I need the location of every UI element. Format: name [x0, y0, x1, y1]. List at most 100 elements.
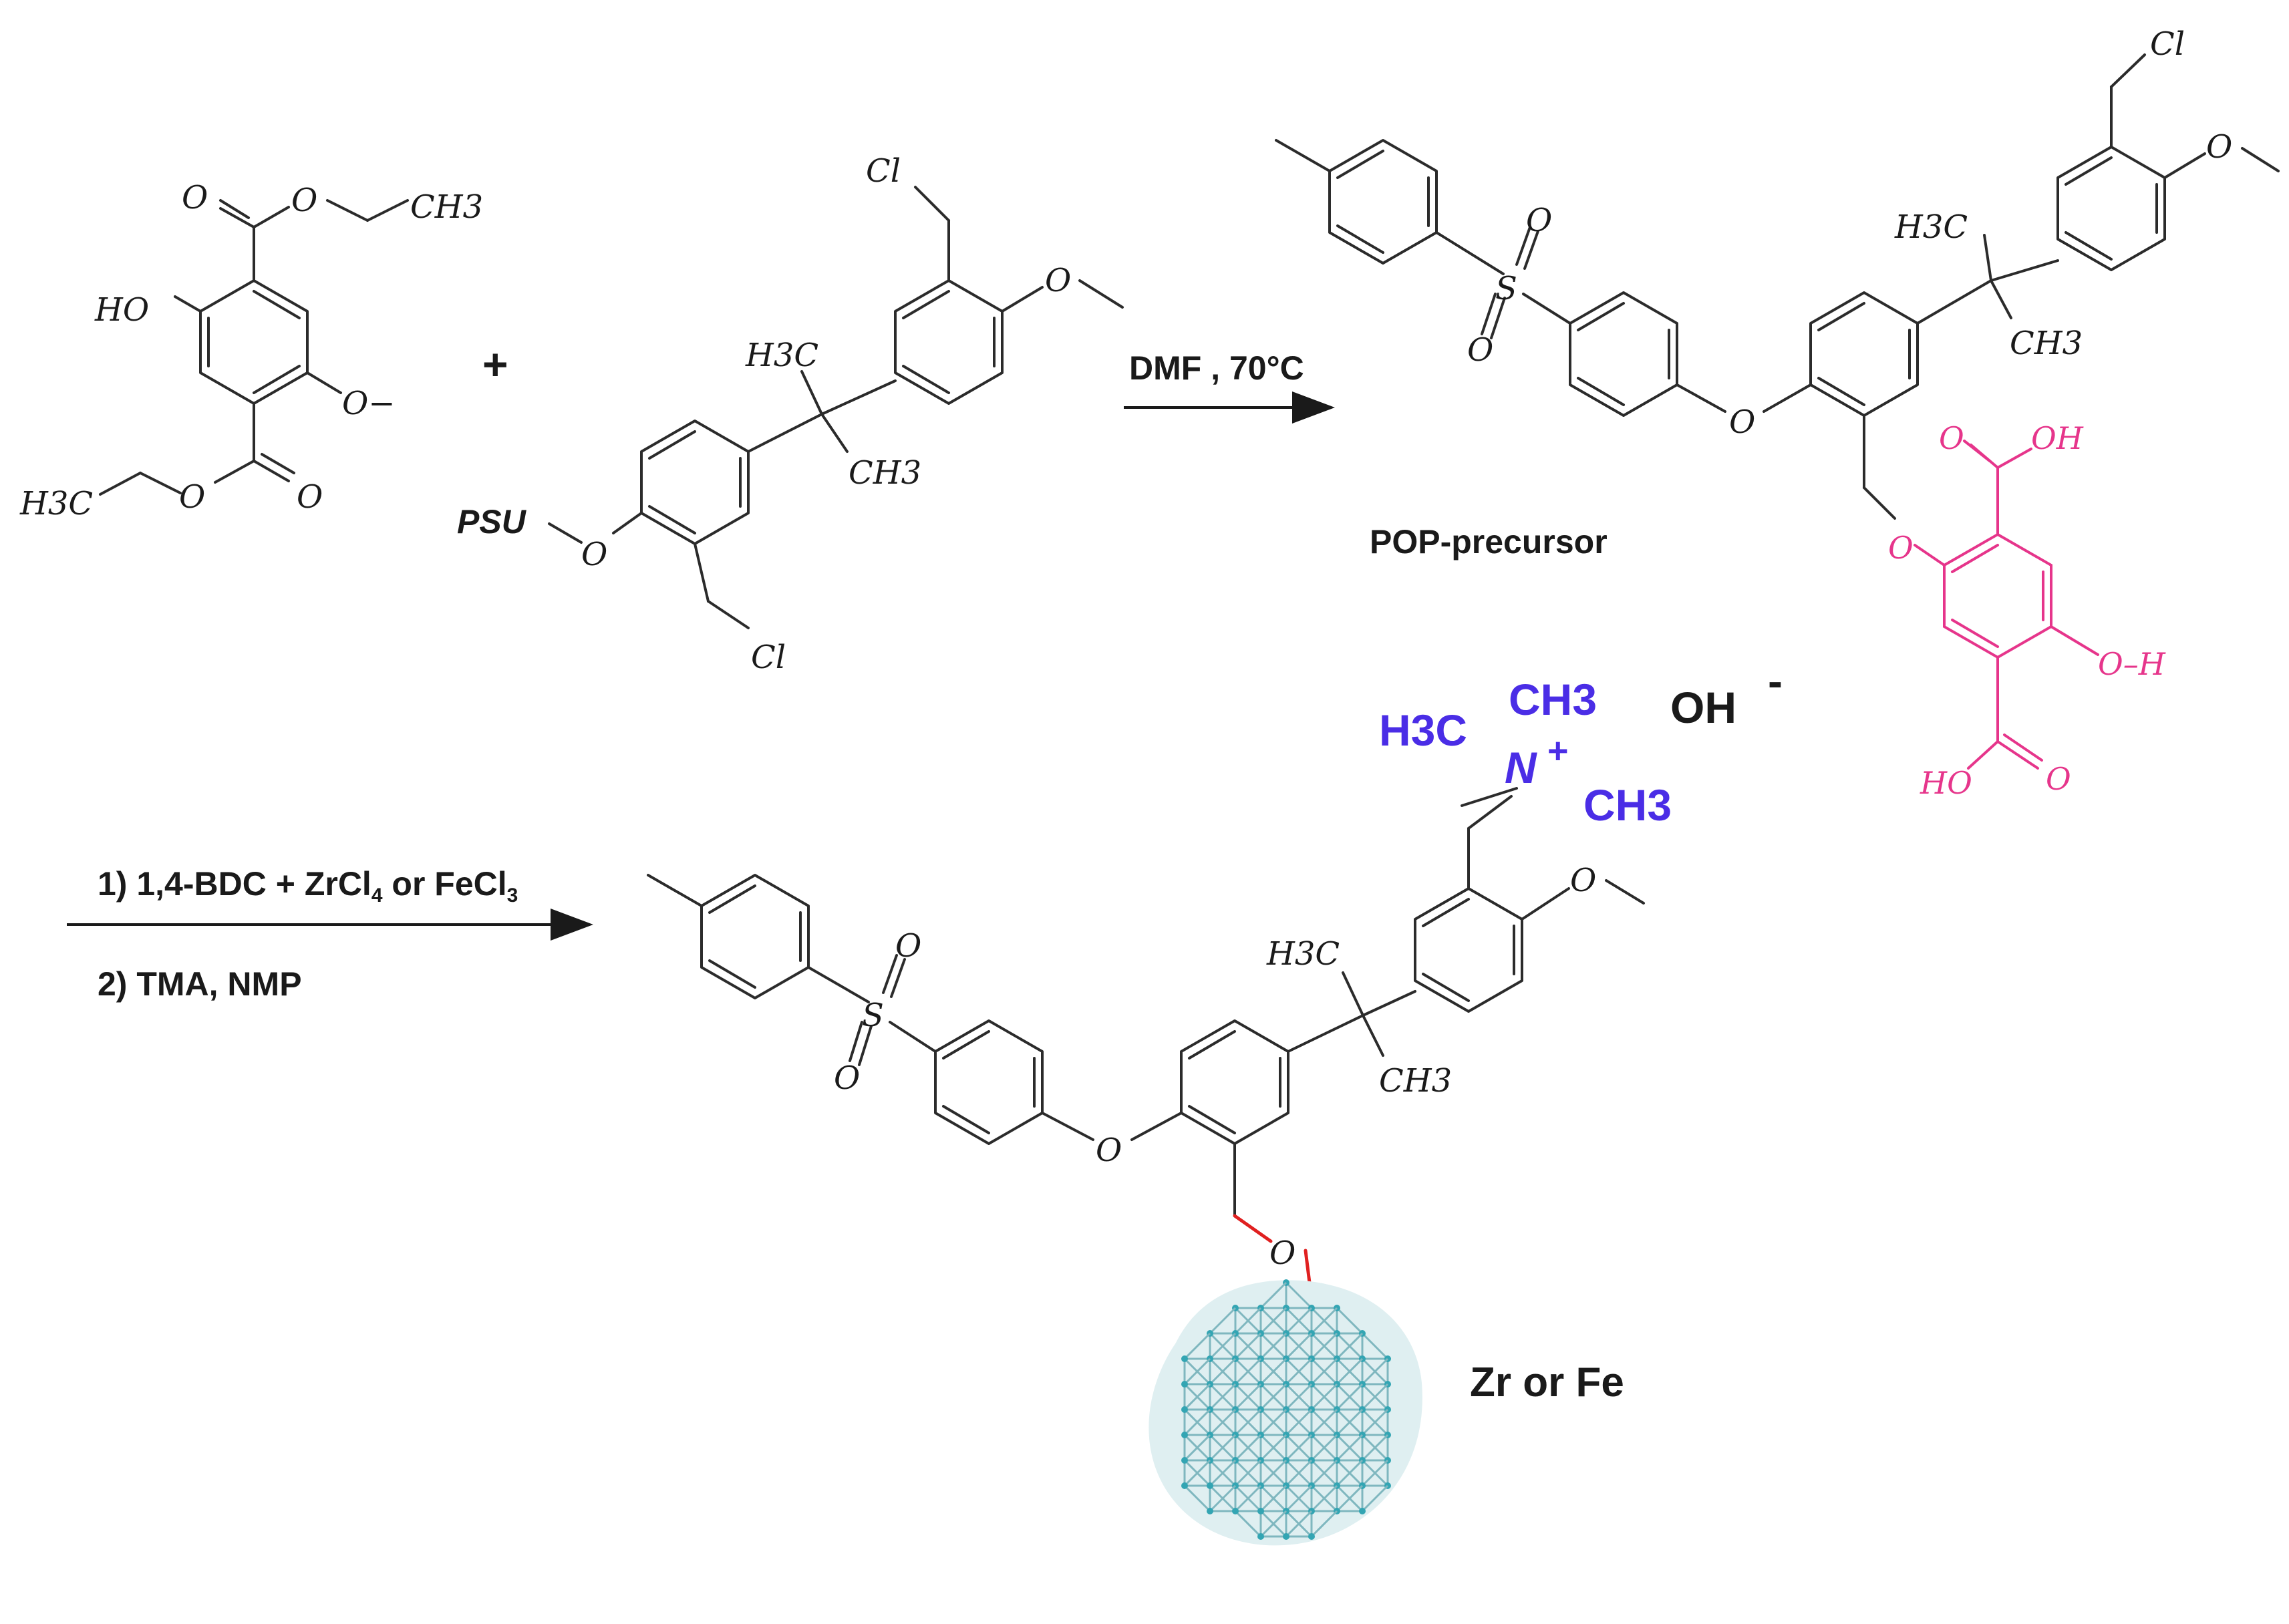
r1-atom-carbonyl-o-top: O [182, 179, 208, 216]
mof-strut [1285, 1332, 1313, 1360]
mof-strut [1285, 1408, 1313, 1436]
linker-atom-top-carbonyl-o: O [1939, 420, 1964, 456]
mof-strut [1259, 1357, 1287, 1386]
mof-node [1181, 1355, 1188, 1362]
mof-strut [1234, 1307, 1262, 1335]
mof-strut [1361, 1408, 1389, 1436]
counterion: OH - [1670, 656, 1783, 732]
pre-atom-methyl-upper: H3C [1894, 208, 1968, 246]
mof-strut [1285, 1510, 1313, 1538]
pop-precursor-linker: O OH O O–H HO O [1888, 420, 2166, 801]
mof-strut [1183, 1332, 1211, 1360]
mof-strut [1234, 1434, 1262, 1462]
prod-atom-methyl-lower: CH3 [1379, 1062, 1452, 1100]
step-2-line1-part2: or FeCl [383, 865, 507, 903]
mof-strut [1285, 1383, 1313, 1411]
mof-strut [1209, 1383, 1237, 1411]
ammonium-left-methyl: H3C [1379, 705, 1467, 755]
precursor-name: POP-precursor [1370, 523, 1608, 560]
mof-node [1181, 1432, 1188, 1438]
mof-strut [1259, 1408, 1287, 1436]
prod-atom-sulfone-o-bottom: O [834, 1060, 860, 1097]
mof-node [1359, 1508, 1366, 1514]
mof-strut [1361, 1383, 1389, 1411]
mof-strut [1361, 1434, 1389, 1462]
r2-atom-methyl-lower: CH3 [849, 454, 921, 492]
r2-psu-label: PSU [457, 503, 527, 540]
mof-strut [1259, 1510, 1287, 1538]
r2-atom-methoxy-o: O [1045, 262, 1071, 299]
mof-strut [1310, 1510, 1338, 1538]
mof-strut [1361, 1484, 1389, 1512]
mof-strut [1183, 1408, 1211, 1436]
mof-strut [1285, 1307, 1313, 1335]
r2-atom-chloro-bottom: Cl [751, 639, 786, 676]
step-1: DMF , 70°C [1124, 349, 1335, 424]
mof-strut [1234, 1510, 1262, 1538]
mof-strut [1234, 1383, 1262, 1411]
mof-strut [1209, 1408, 1237, 1436]
mof-strut [1285, 1484, 1313, 1512]
linker-atom-ether-o: O [1888, 530, 1914, 566]
step-2-reagents: 1) 1,4-BDC + ZrCl4 or FeCl3 [98, 865, 518, 907]
mof-strut [1310, 1357, 1338, 1386]
step-2-line1-sub1: 4 [371, 884, 383, 907]
mof-node [1181, 1482, 1188, 1489]
ammonium-nitrogen: N [1505, 743, 1537, 792]
mof-particle [1149, 1279, 1422, 1546]
prod-atom-methyl-upper: H3C [1266, 935, 1340, 973]
mof-strut [1234, 1408, 1262, 1436]
mof-strut [1336, 1484, 1364, 1512]
pre-atom-sulfone-o-top: O [1526, 202, 1552, 239]
mof-strut [1361, 1357, 1389, 1386]
mof-strut [1361, 1459, 1389, 1487]
step-1-conditions: DMF , 70°C [1129, 349, 1304, 387]
plus-sign: + [482, 339, 508, 389]
ammonium-charge: + [1547, 731, 1569, 771]
prod-atom-tether-o: O [1269, 1235, 1295, 1272]
mof-strut [1336, 1383, 1364, 1411]
mof-strut [1310, 1459, 1338, 1487]
step-2-line1-sub2: 3 [507, 884, 518, 907]
mof-node [1207, 1508, 1213, 1514]
mof-node [1308, 1533, 1315, 1540]
mof-node [1181, 1381, 1188, 1388]
linker-atom-bottom-carbonyl-o: O [2046, 761, 2071, 797]
mof-strut [1336, 1307, 1364, 1335]
mof-strut [1285, 1281, 1313, 1309]
mof-strut [1310, 1484, 1338, 1512]
linker-atom-phenol: O–H [2098, 646, 2166, 682]
mof-strut [1285, 1357, 1313, 1386]
r1-atom-methyl-bottom: H3C [19, 485, 93, 522]
step-2: 1) 1,4-BDC + ZrCl4 or FeCl3 2) TMA, NMP [67, 865, 593, 1003]
prod-atom-sulfur: S [862, 997, 884, 1034]
counterion-charge: - [1768, 656, 1783, 705]
mof-node [1283, 1533, 1289, 1540]
step-2-line1-part1: 1) 1,4-BDC + ZrCl [98, 865, 371, 903]
counterion-formula: OH [1670, 683, 1736, 732]
mof-strut [1259, 1459, 1287, 1487]
prod-atom-sulfone-o-top: O [895, 927, 921, 965]
mof-strut [1234, 1484, 1262, 1512]
mof-strut [1234, 1332, 1262, 1360]
mof-strut [1259, 1332, 1287, 1360]
mof-strut [1285, 1434, 1313, 1462]
mof-strut [1310, 1408, 1338, 1436]
pre-atom-chloro: Cl [2150, 25, 2185, 63]
mof-strut [1259, 1281, 1287, 1309]
linker-atom-top-oh: OH [2031, 420, 2084, 456]
mof-strut [1259, 1484, 1287, 1512]
mof-strut [1234, 1459, 1262, 1487]
reactant-2-chloromethyl-psu: Cl O H3C CH3 PSU O Cl [457, 152, 1124, 676]
quaternary-ammonium: H3C CH3 N + CH3 [1379, 675, 1672, 830]
r2-atom-methyl-upper: H3C [745, 337, 818, 374]
mof-strut [1336, 1434, 1364, 1462]
mof-node [1257, 1508, 1264, 1514]
mof-strut [1259, 1307, 1287, 1335]
r1-atom-methyl-top: CH3 [410, 188, 483, 226]
mof-strut [1183, 1383, 1211, 1411]
mof-strut [1234, 1357, 1262, 1386]
step-2-line2: 2) TMA, NMP [98, 965, 302, 1003]
r2-atom-chloro-top: Cl [866, 152, 901, 190]
